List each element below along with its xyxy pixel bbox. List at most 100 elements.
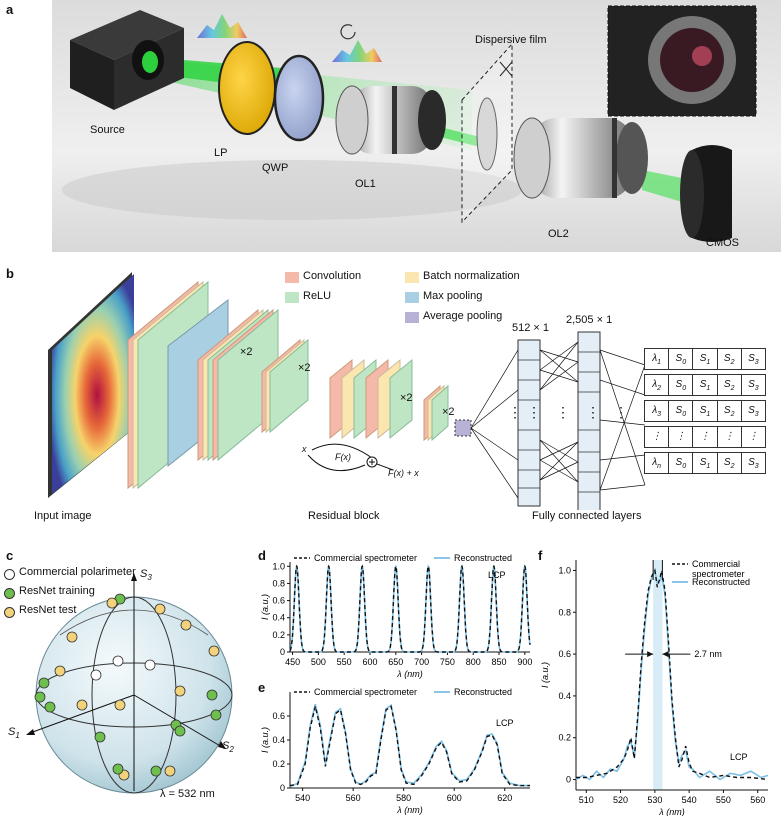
x-tick-label: 600	[447, 793, 462, 803]
output-stokes-cell: S1	[693, 375, 718, 395]
x-tick-label: 620	[497, 793, 512, 803]
x-tick-label: 750	[440, 657, 455, 667]
residual-fx-plus-x: F(x) + x	[388, 468, 419, 478]
sphere-point	[76, 699, 88, 711]
sphere-point	[106, 597, 118, 609]
output-stokes-cell: ⋮	[718, 427, 742, 447]
legend-b: Convolution ReLU Batch normalization Max…	[285, 270, 545, 330]
output-stokes-cell: S1	[693, 453, 718, 473]
axis-s3-label: S3	[140, 568, 152, 583]
output-stokes-cell: S2	[718, 453, 742, 473]
output-stokes-cell: S1	[693, 349, 718, 369]
x-tick-label: 550	[337, 657, 352, 667]
y-tick-label: 0.8	[558, 607, 571, 617]
y-tick-label: 0.4	[272, 735, 285, 745]
x-tick-label: 650	[388, 657, 403, 667]
axis-s2-label: S2	[222, 740, 234, 755]
panel-b-letter: b	[6, 266, 14, 281]
legend-marker-test	[4, 607, 15, 618]
caption-residual-block: Residual block	[308, 510, 380, 522]
x-tick-label: 600	[362, 657, 377, 667]
series-reconstructed-line	[289, 703, 530, 788]
fc-vdots-5: ⋮	[614, 404, 628, 420]
legend-marker-polarimeter	[4, 569, 15, 580]
annotation-lcp: LCP	[730, 752, 748, 762]
legend-reconstructed-label: Reconstructed	[692, 577, 750, 587]
output-stokes-cell: S3	[748, 405, 759, 418]
fc-512-label: 512 × 1	[512, 322, 550, 334]
sphere-point	[38, 677, 50, 689]
output-wavelength-cell: λ1	[645, 349, 670, 369]
legend-swatch-relu	[285, 292, 299, 303]
legend-marker-training	[4, 588, 15, 599]
y-tick-label: 0	[280, 783, 285, 793]
series-reconstructed-line	[289, 564, 531, 653]
panel-e-letter: e	[258, 680, 266, 695]
x-tick-label: 580	[396, 793, 411, 803]
y-axis-label: I (a.u.)	[260, 594, 270, 620]
output-stokes-cell: ⋮	[693, 427, 718, 447]
y-tick-label: 0	[280, 647, 285, 657]
legend-commercial-label: Commercial spectrometer	[314, 687, 417, 697]
legend-maxpool: Max pooling	[423, 290, 483, 302]
poincare-sphere	[26, 573, 233, 794]
sphere-point	[144, 659, 156, 671]
sphere-point	[208, 645, 220, 657]
panel-f-letter: f	[538, 548, 543, 563]
output-stokes-cell: S3	[748, 353, 759, 366]
legend-relu: ReLU	[303, 290, 332, 302]
x-tick-label: 450	[285, 657, 300, 667]
output-stokes-cell: S0	[669, 375, 694, 395]
sphere-point	[114, 699, 126, 711]
y-tick-label: 0.6	[272, 711, 285, 721]
sphere-point	[180, 619, 192, 631]
legend-commercial-label: Commercial spectrometer	[314, 553, 417, 563]
y-tick-label: 0.4	[272, 613, 285, 623]
output-wavelength-cell: ⋮	[645, 427, 670, 447]
legend-reconstructed-label: Reconstructed	[454, 553, 512, 563]
panel-c-letter: c	[6, 548, 14, 563]
panel-d-letter: d	[258, 548, 266, 563]
label-lp: LP	[214, 147, 228, 159]
legend-training: ResNet training	[19, 585, 95, 597]
times2-label-2: ×2	[298, 362, 311, 374]
legend-swatch-maxpool	[405, 292, 419, 303]
output-stokes-cell: S0	[669, 453, 694, 473]
x-tick-label: 510	[579, 795, 594, 805]
caption-fully-connected: Fully connected layers	[532, 510, 642, 522]
x-tick-label: 530	[647, 795, 662, 805]
output-wavelength-cell: λ2	[645, 375, 670, 395]
sphere-point	[154, 603, 166, 615]
y-tick-label: 1.0	[558, 565, 571, 575]
legend-swatch-batchnorm	[405, 272, 419, 283]
output-row: ⋮⋮⋮⋮⋮	[644, 426, 766, 448]
y-tick-label: 0.8	[272, 578, 285, 588]
x-tick-label: 850	[492, 657, 507, 667]
legend-avgpool: Average pooling	[423, 310, 503, 322]
legend-batchnorm: Batch normalization	[423, 270, 520, 282]
sphere-point	[206, 689, 218, 701]
sphere-point	[34, 691, 46, 703]
label-ol1: OL1	[355, 178, 376, 190]
sphere-point	[54, 665, 66, 677]
label-source: Source	[90, 124, 125, 136]
sphere-point	[150, 765, 162, 777]
label-ol2: OL2	[548, 228, 569, 240]
series-commercial-line	[289, 705, 530, 787]
label-dispersive-film: Dispersive film	[475, 34, 547, 46]
panel-a-letter: a	[6, 2, 14, 17]
x-tick-label: 800	[466, 657, 481, 667]
residual-fx: F(x)	[335, 452, 351, 462]
sphere-point	[112, 763, 124, 775]
fc-vdots-3: ⋮	[556, 404, 570, 420]
x-tick-label: 560	[346, 793, 361, 803]
sphere-point	[94, 731, 106, 743]
annotation-lcp: LCP	[488, 570, 506, 580]
fc-vdots-1: ⋮	[508, 404, 522, 420]
series-reconstructed-line	[575, 567, 769, 781]
x-tick-label: 520	[613, 795, 628, 805]
legend-convolution: Convolution	[303, 270, 362, 282]
